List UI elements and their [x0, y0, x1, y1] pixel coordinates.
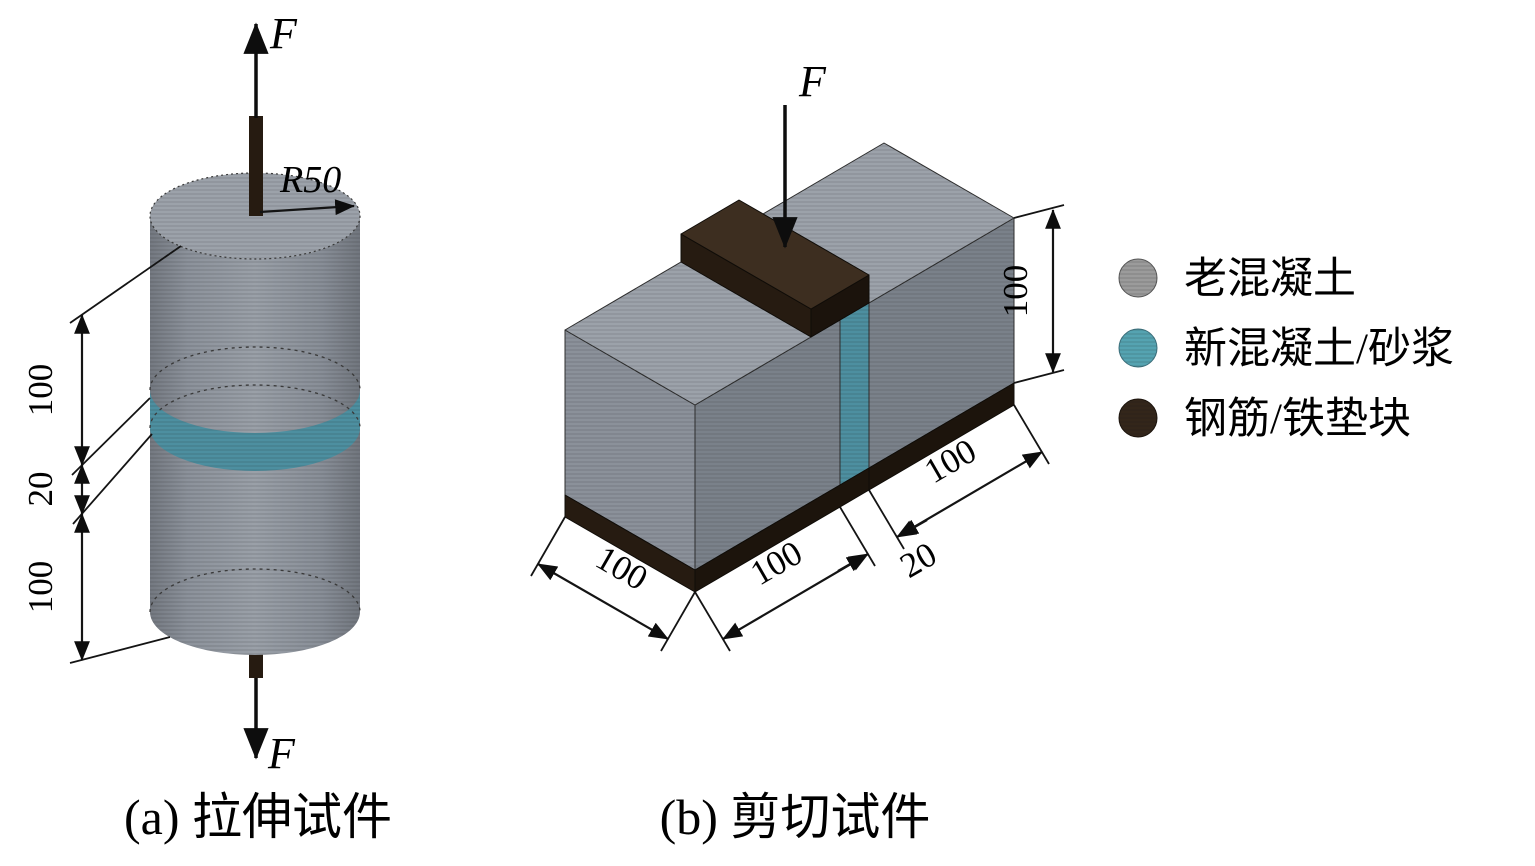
tensile-extension-line-top — [69, 245, 182, 324]
bond-layer-hidden-edge-top — [149, 346, 361, 391]
legend: 老混凝土 新混凝土/砂浆 钢筋/铁垫块 — [1118, 256, 1454, 443]
caption-shear-specimen: (b) 剪切试件 — [660, 789, 931, 845]
shear-extension-line-joint — [868, 489, 905, 550]
legend-label-rebar-iron-pad: 钢筋/铁垫块 — [1184, 396, 1411, 443]
shear-specimen: F 100 100 100 20 100 — [530, 57, 1065, 652]
tensile-specimen: F R50 F 100 20 100 — [21, 9, 361, 778]
legend-swatch-new-concrete-texture — [1119, 329, 1157, 367]
legend-item-new-concrete-mortar: 新混凝土/砂浆 — [1118, 326, 1454, 373]
shear-extension-line-leftdepth-a — [694, 591, 731, 652]
captions: (a) 拉伸试件 (b) 剪切试件 — [124, 789, 930, 845]
shear-extension-line-leftdepth-b — [839, 506, 876, 567]
legend-item-rebar-iron-pad: 钢筋/铁垫块 — [1118, 396, 1411, 443]
legend-label-new-concrete-mortar: 新混凝土/砂浆 — [1184, 326, 1454, 373]
tensile-force-label-bottom: F — [267, 729, 296, 778]
shear-extension-line-rightdepth — [1013, 404, 1050, 465]
tensile-extension-line-band-top — [71, 397, 151, 476]
bond-layer-hatch-texture — [150, 390, 360, 471]
tensile-dim-label-upper: 100 — [21, 364, 60, 417]
tensile-dim-label-bond: 20 — [21, 472, 60, 507]
shear-extension-line-height-top — [1013, 204, 1065, 219]
legend-swatch-old-concrete-texture — [1119, 259, 1157, 297]
tensile-pull-rod-top — [249, 116, 263, 216]
cylinder-hidden-edge-bottom — [149, 568, 361, 613]
legend-label-old-concrete: 老混凝土 — [1184, 256, 1356, 303]
shear-extension-line-width-right — [660, 591, 696, 652]
shear-dim-label-height: 100 — [996, 265, 1035, 318]
shear-dim-line-right-depth — [896, 451, 1043, 538]
radius-label: R50 — [279, 159, 341, 201]
shear-extension-line-height-bottom — [1013, 369, 1065, 384]
tensile-extension-line-bottom — [69, 636, 171, 664]
shear-force-label: F — [798, 57, 827, 106]
legend-swatch-rebar-texture — [1119, 399, 1157, 437]
joint-layer-hatch-texture — [840, 303, 869, 485]
shear-extension-line-width-left — [530, 516, 566, 577]
radius-arrow — [259, 199, 355, 216]
shear-dim-line-width — [537, 563, 669, 640]
caption-tensile-specimen: (a) 拉伸试件 — [124, 789, 392, 845]
tensile-dim-label-lower: 100 — [21, 561, 60, 614]
loading-bar-top-face — [680, 199, 870, 310]
tensile-force-label-top: F — [269, 9, 298, 58]
legend-item-old-concrete: 老混凝土 — [1118, 256, 1356, 303]
bond-layer-hidden-edge-bottom — [149, 384, 361, 429]
tensile-extension-line-band-bottom — [72, 433, 153, 525]
shear-dim-arrow-joint-left — [837, 554, 867, 572]
